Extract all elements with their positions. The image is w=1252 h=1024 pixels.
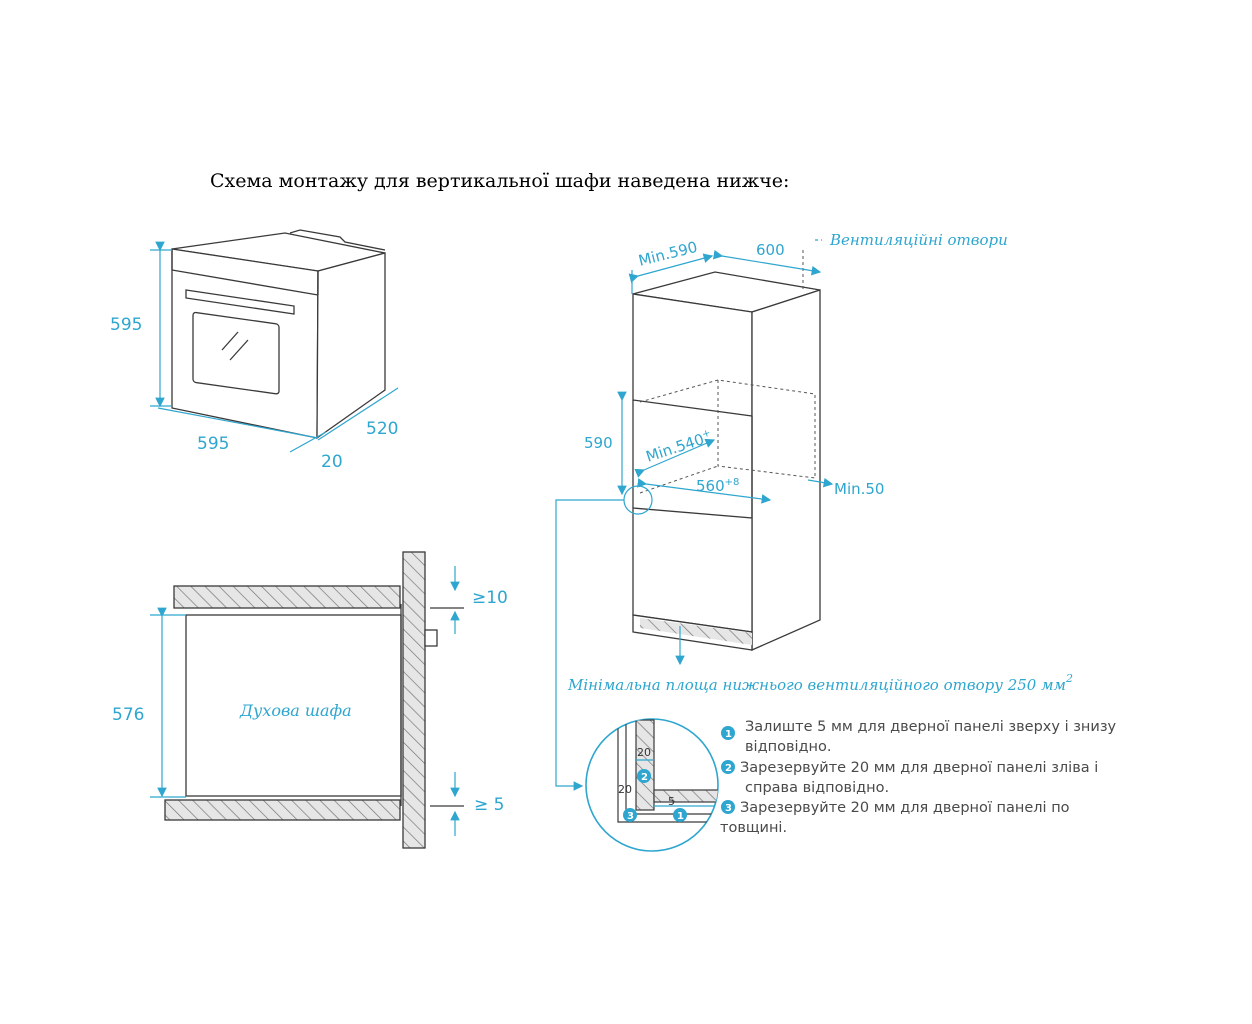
niche-depth-sup: + (701, 428, 712, 441)
detail-20-top: 20 (637, 746, 651, 759)
vent-openings-label: Вентиляційні отвори (829, 231, 1008, 249)
note-badge: 3 (725, 803, 732, 814)
niche-width-text: 560+8 (696, 477, 739, 495)
oven-drawing (171, 229, 386, 440)
oven-dimensions (150, 241, 399, 453)
oven-door-offset-label: 20 (321, 452, 343, 472)
note-badge: 2 (725, 763, 732, 774)
niche-width-label: 560 (696, 477, 725, 495)
detail-20-side: 20 (618, 783, 632, 796)
oven-depth-label: 520 (366, 419, 398, 439)
note-badge: 1 (725, 729, 732, 740)
detail-5: 5 (668, 795, 675, 808)
cabinet-top-depth-label: 600 (756, 241, 785, 259)
detail-badge-1: 1 (677, 811, 684, 822)
oven-width-label: 595 (197, 434, 229, 454)
note-item: 1 Залиште 5 мм для дверної панелі зверху… (721, 719, 1117, 755)
niche-width-sup: +8 (725, 477, 740, 488)
note-item: 3 Зарезервуйте 20 мм для дверної панелі … (720, 800, 1070, 836)
niche-depth-text: Min.540+ (644, 428, 715, 466)
cabinet-top-min-label: Min.590 (637, 238, 700, 270)
oven-height-label: 595 (110, 315, 142, 335)
note-line: товщині. (720, 820, 787, 836)
note-line: справа відповідно. (745, 780, 889, 796)
niche-height-label: 590 (584, 434, 613, 452)
side-min-label: Min.50 (834, 480, 884, 498)
bottom-gap-label: ≥ 5 (474, 795, 504, 815)
notes-list: 1 Залиште 5 мм для дверної панелі зверху… (720, 719, 1117, 836)
note-line: Залиште 5 мм для дверної панелі зверху і… (745, 719, 1117, 735)
section-dimensions (150, 566, 464, 836)
cabinet-drawing (632, 271, 821, 651)
note-line: Зарезервуйте 20 мм для дверної панелі по (740, 800, 1070, 816)
oven-label: Духова шафа (239, 701, 352, 720)
note-item: 2 Зарезервуйте 20 мм для дверної панелі … (721, 760, 1098, 796)
niche-depth-label: Min.540 (644, 430, 707, 466)
bottom-vent-sup: 2 (1065, 672, 1073, 685)
bottom-vent-text: Мінімальна площа нижнього вентиляційного… (567, 672, 1073, 694)
detail-drawing (585, 718, 719, 852)
section-drawing (164, 551, 438, 849)
detail-badge-3: 3 (627, 811, 634, 822)
bottom-vent-label: Мінімальна площа нижнього вентиляційного… (567, 676, 1066, 694)
note-line: Зарезервуйте 20 мм для дверної панелі зл… (740, 760, 1098, 776)
note-line: відповідно. (745, 739, 832, 755)
section-oven-height-label: 576 (112, 705, 144, 725)
top-gap-label: ≥10 (472, 588, 508, 608)
intro-text: Схема монтажу для вертикальної шафи наве… (210, 170, 790, 192)
cabinet-dimensions (555, 239, 834, 791)
detail-badge-2: 2 (641, 772, 648, 783)
